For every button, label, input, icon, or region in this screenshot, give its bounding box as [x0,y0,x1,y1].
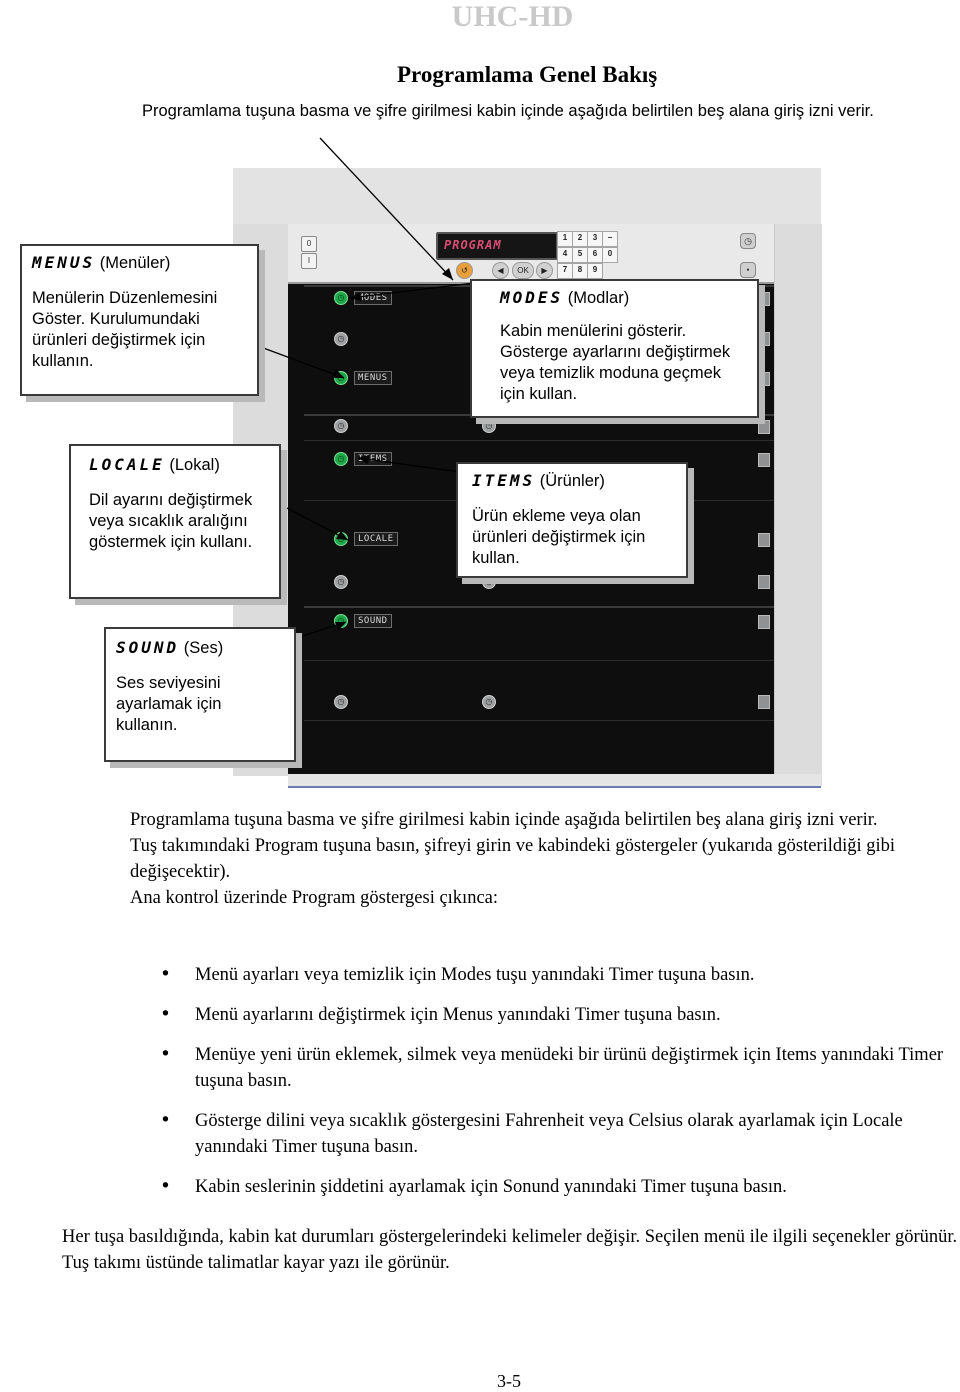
cabinet-right-side [774,224,822,786]
callout-items-name: (Ürünler) [539,472,605,490]
timer-key-items-icon[interactable]: ◷ [334,452,348,466]
callout-modes-text: Kabin menülerini gösterir. Gösterge ayar… [500,322,731,403]
slot-end-icon [758,332,770,346]
list-item: Kabin seslerinin şiddetini ayarlamak içi… [130,1174,950,1200]
callout-modes-name: (Modlar) [567,289,630,307]
program-display-text: PROGRAM [444,238,502,252]
slot-label-sound: SOUND [354,614,392,628]
cabinet-top [233,168,821,226]
slot-end-icon [758,453,770,467]
list-item: Gösterge dilini veya sıcaklık göstergesi… [130,1108,950,1160]
body-paragraph-1: Programlama tuşuna basma ve şifre girilm… [130,810,878,830]
slot-label-locale: LOCALE [354,532,398,546]
keypad-key-1[interactable]: 1 [557,231,573,247]
callout-sound-heading: SOUND (Ses) [116,637,284,659]
keypad-key-2[interactable]: 2 [572,231,588,247]
slot-end-icon [758,292,770,306]
slot-end-icon [758,615,770,629]
timer-key-icon[interactable]: ◷ [334,419,348,433]
timer-key-icon[interactable]: ◷ [334,575,348,589]
shelf-line [304,720,774,721]
program-display: PROGRAM [436,232,558,260]
closing-paragraph: Her tuşa basıldığında, kabin kat durumla… [62,1227,958,1273]
body-paragraph-3: Ana kontrol üzerinde Program göstergesi … [130,888,499,908]
slot-end-icon [758,533,770,547]
timer-key-sound-icon[interactable]: ◷ [334,614,348,628]
callout-locale: LOCALE (Lokal) Dil ayarını değiştirmek v… [69,444,281,599]
body-paragraph-2: Tuş takımındaki Program tuşuna basın, şi… [130,836,896,882]
slot-label-menus: MENUS [354,371,392,385]
section-title: Programlama Genel Bakış [397,62,658,87]
intro-paragraph: Programlama tuşuna basma ve şifre girilm… [142,102,874,120]
slot-end-icon [758,695,770,709]
shelf-line [304,660,774,661]
slot-end-icon [758,420,770,434]
callout-modes-code: MODES [500,288,564,307]
keypad-key-5[interactable]: 5 [572,247,588,263]
timer-key-icon[interactable]: ◷ [334,332,348,346]
callout-sound-code: SOUND [116,638,180,657]
clock-icon[interactable]: ◷ [740,233,756,249]
callout-items-text: Ürün ekleme veya olan ürünleri değiştirm… [472,507,646,567]
timer-key-locale-icon[interactable]: ◷ [334,532,348,546]
callout-locale-heading: LOCALE (Lokal) [89,454,269,476]
keypad-key-3[interactable]: 3 [587,231,603,247]
ok-key[interactable]: OK [512,262,534,279]
timer-key-icon[interactable]: ◷ [334,695,348,709]
timer-key-icon[interactable]: ◷ [482,695,496,709]
callout-locale-code: LOCALE [89,455,165,474]
keypad-key-9[interactable]: 9 [587,263,603,279]
list-item: Menü ayarları veya temizlik için Modes t… [130,962,950,988]
keypad-key-4[interactable]: 4 [557,247,573,263]
callout-sound: SOUND (Ses) Ses seviyesini ayarlamak içi… [104,627,296,762]
callout-modes-heading: MODES (Modlar) [500,287,747,309]
slot-label-modes: MODES [354,291,392,305]
callout-menus-text: Menülerin Düzenlemesini Göster. Kurulumu… [32,289,218,370]
right-arrow-key-icon[interactable]: ▶ [536,262,553,279]
timer-key-modes-icon[interactable]: ◷ [334,291,348,305]
shelf-divider [304,606,774,608]
document-header: UHC-HD [451,0,574,33]
list-item: Menü ayarlarını değiştirmek için Menus y… [130,1002,950,1028]
undo-key-icon[interactable]: ↺ [456,262,473,279]
left-arrow-key-icon[interactable]: ◀ [492,262,509,279]
callout-menus-heading: MENUS (Menüler) [32,252,247,274]
slot-label-items: ITEMS [354,452,392,466]
list-item: Menüye yeni ürün eklemek, silmek veya me… [130,1042,950,1094]
instruction-list: Menü ayarları veya temizlik için Modes t… [130,962,950,1214]
cabinet-base [288,774,821,788]
keypad-key-0[interactable]: 0 [602,247,618,263]
callout-items-heading: ITEMS (Ürünler) [472,470,676,492]
keypad-key-6[interactable]: 6 [587,247,603,263]
page-number: 3-5 [497,1371,521,1391]
callout-sound-name: (Ses) [183,639,224,657]
callout-locale-text: Dil ayarını değiştirmek veya sıcaklık ar… [89,491,253,551]
callout-modes: MODES (Modlar) Kabin menülerini gösterir… [470,279,759,418]
callout-menus: MENUS (Menüler) Menülerin Düzenlemesini … [20,244,259,396]
callout-items: ITEMS (Ürünler) Ürün ekleme veya olan ür… [456,462,688,578]
thermometer-icon[interactable]: • [740,262,756,278]
shelf-line [304,440,774,441]
callout-menus-code: MENUS [32,253,96,272]
callout-locale-name: (Lokal) [169,456,220,474]
power-switch-off[interactable]: 0 [301,236,317,252]
keypad-key-7[interactable]: 7 [557,263,573,279]
callout-sound-text: Ses seviyesini ayarlamak için kullanın. [116,674,222,734]
keypad-key-minus-icon[interactable]: − [602,231,618,247]
timer-key-menus-icon[interactable]: ◷ [334,371,348,385]
timer-key-icon[interactable]: ◷ [482,419,496,433]
callout-items-code: ITEMS [472,471,536,490]
callout-menus-name: (Menüler) [99,254,171,272]
body-text: Programlama tuşuna basma ve şifre girilm… [130,807,930,911]
slot-end-icon [758,575,770,589]
power-switch-on[interactable]: I [301,253,317,269]
keypad-key-8[interactable]: 8 [572,263,588,279]
slot-end-icon [758,372,770,386]
